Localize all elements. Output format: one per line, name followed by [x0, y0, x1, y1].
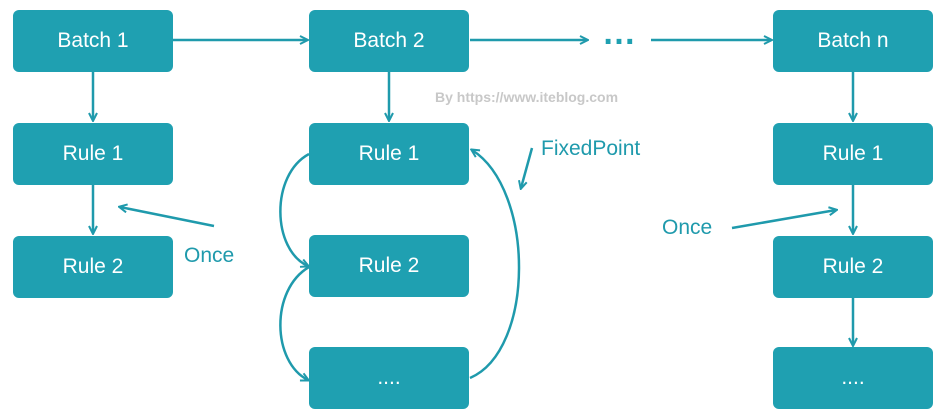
- batch-2-rule-2-node: Rule 2: [309, 235, 469, 297]
- batch-n-node: Batch n: [773, 10, 933, 72]
- curve-b2-rule1-rule2: [279, 152, 309, 266]
- batch-2-node: Batch 2: [309, 10, 469, 72]
- batch-n-rule-2-node: Rule 2: [773, 236, 933, 298]
- curve-b2-loop-back: [470, 150, 521, 380]
- batch-2-strategy-label: FixedPoint: [541, 137, 641, 160]
- batch-1-strategy-label: Once: [184, 244, 235, 267]
- batch-n-strategy-label: Once: [662, 216, 713, 239]
- watermark-text: By https://www.iteblog.com: [435, 89, 619, 105]
- arrow-b2-fixedpoint-pointer: [521, 147, 534, 188]
- batch-n-ellipsis-node: ....: [773, 347, 933, 409]
- arrow-b1-once-pointer: [120, 207, 215, 228]
- batch-1-node: Batch 1: [13, 10, 173, 72]
- batch-1-rule-1-node: Rule 1: [13, 123, 173, 185]
- batch-n-rule-1-node: Rule 1: [773, 123, 933, 185]
- batch-1-rule-2-node: Rule 2: [13, 236, 173, 298]
- batch-ellipsis: …: [602, 14, 637, 52]
- arrow-bn-once-pointer: [731, 210, 836, 230]
- batch-2-ellipsis-node: ....: [309, 347, 469, 409]
- batch-2-rule-1-node: Rule 1: [309, 123, 469, 185]
- curve-b2-rule2-ellipsis: [279, 265, 309, 380]
